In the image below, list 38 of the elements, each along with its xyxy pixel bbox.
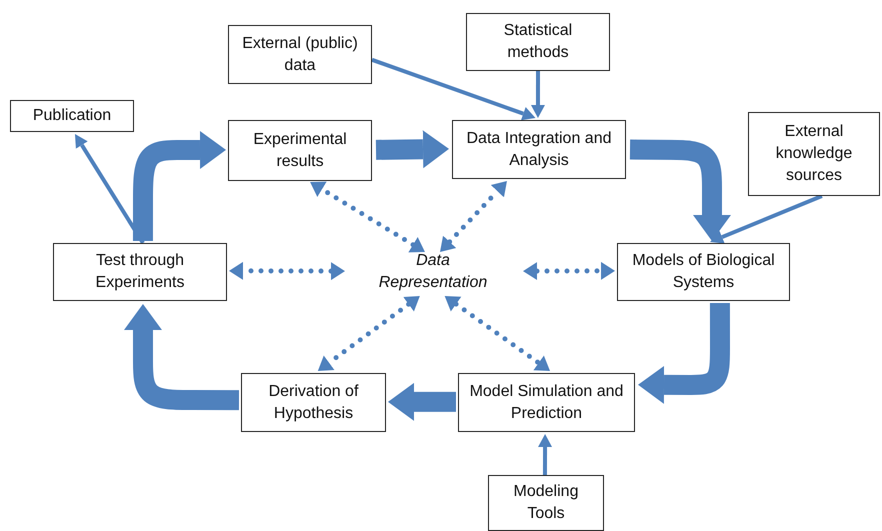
arrow: [710, 194, 823, 244]
arrow: [74, 134, 145, 244]
center-label: Data Representation: [378, 251, 488, 293]
arrow: [530, 71, 545, 118]
dotted-double-arrow: [310, 182, 425, 252]
block-arrow: [638, 300, 730, 404]
process-box: [53, 243, 227, 301]
process-box: [748, 112, 880, 196]
box-label: Statistical methods: [502, 21, 574, 63]
dotted-double-arrow: [440, 181, 507, 252]
box-label: Data Integration and Analysis: [466, 128, 612, 170]
process-box: [458, 373, 635, 432]
arrow: [538, 434, 552, 475]
dotted-double-arrow: [444, 296, 550, 371]
box-label: Derivation of Hypothesis: [268, 382, 360, 424]
box-label: Experimental results: [252, 130, 348, 172]
process-box: [452, 120, 626, 179]
process-box: [617, 243, 790, 301]
box-label: Models of Biological Systems: [631, 251, 776, 293]
block-arrow: [124, 304, 241, 410]
box-label: Modeling Tools: [512, 482, 580, 524]
box-label: Test through Experiments: [94, 251, 186, 293]
box-label: External knowledge sources: [774, 122, 854, 186]
process-box: [241, 373, 386, 432]
box-label: Publication: [32, 106, 112, 126]
dotted-double-arrow: [523, 262, 615, 280]
process-box: [228, 120, 372, 181]
block-arrow: [388, 382, 456, 421]
process-box: [10, 100, 134, 132]
process-box: [228, 25, 372, 84]
block-arrow: [376, 130, 449, 168]
dotted-double-arrow: [229, 262, 345, 280]
process-box: [488, 475, 604, 531]
arrow: [371, 58, 536, 120]
box-label: Model Simulation and Prediction: [468, 382, 624, 424]
process-box: [466, 13, 610, 71]
dotted-double-arrow: [318, 296, 420, 371]
box-label: External (public) data: [241, 34, 359, 76]
